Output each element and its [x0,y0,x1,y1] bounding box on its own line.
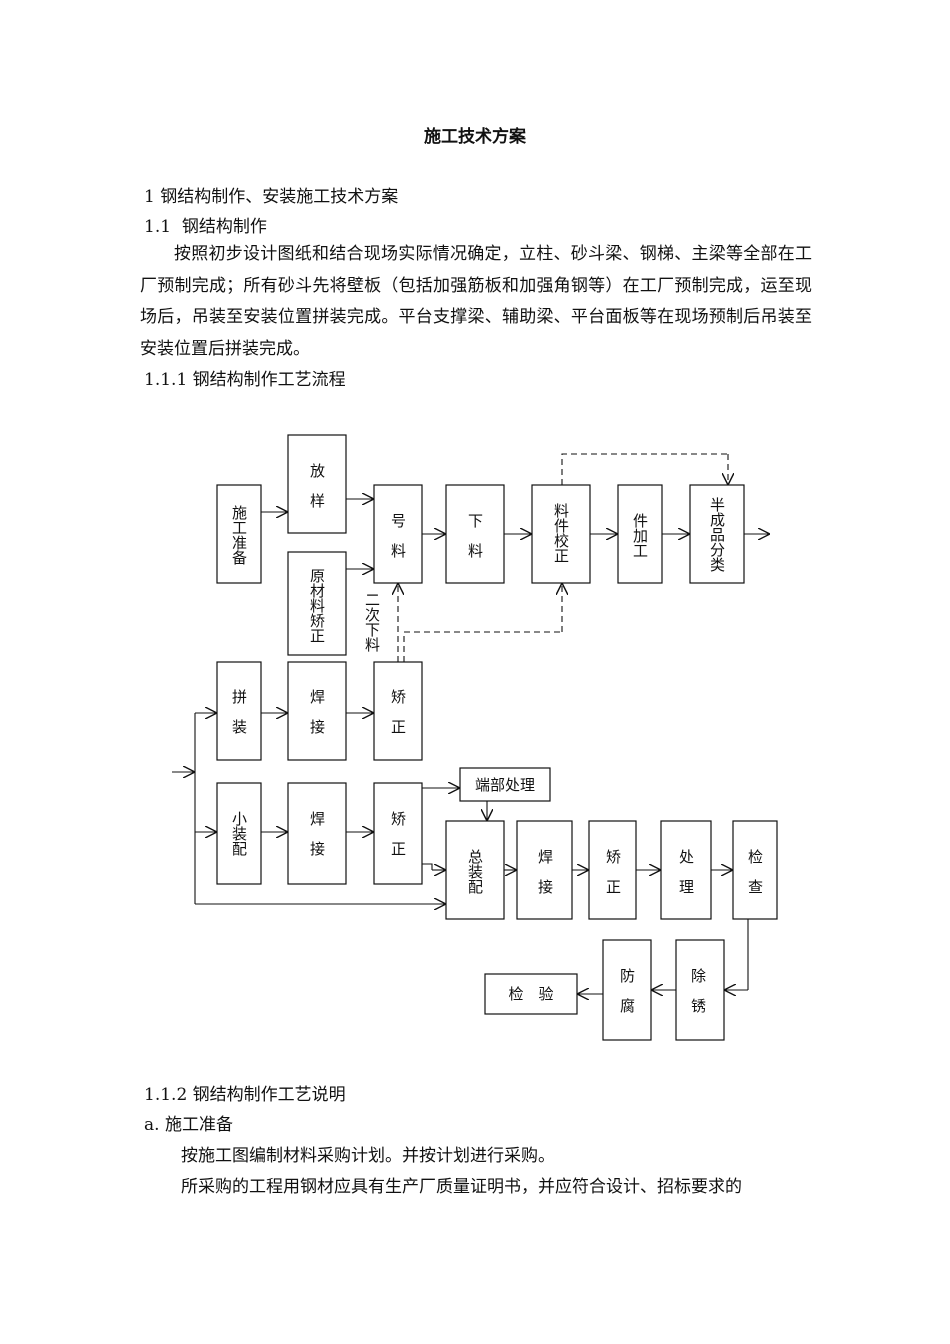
box-rust-removal: 除 锈 [689,967,707,1013]
box-assembly: 拼 装 [230,688,248,734]
section-heading-1-1-2: 1.1.2 钢结构制作工艺说明 [144,1085,346,1105]
box-part-processing: 件加工 [631,512,649,558]
section-heading-1-1: 1.1 钢结构制作 [144,217,267,237]
box-marking: 号 料 [389,512,407,558]
box-semi-finished-sorting: 半成品分类 [708,496,726,572]
box-sub-assembly: 小装配 [230,810,248,856]
section-heading-1: 1 钢结构制作、安装施工技术方案 [144,187,399,207]
box-straightening-2: 矫 正 [389,810,407,856]
box-part-correction: 料件校正 [552,503,570,563]
box-raw-material-straightening: 原材料矫正 [308,567,326,643]
box-treatment: 处 理 [677,848,695,894]
subsection-a-heading: a. 施工准备 [144,1115,233,1135]
box-final-inspection: 检 验 [508,985,554,1003]
paragraph-steel-certificate: 所采购的工程用钢材应具有生产厂质量证明书，并应符合设计、招标要求的 [181,1177,742,1197]
box-straightening-3: 矫 正 [604,848,622,894]
box-straightening-1: 矫 正 [389,688,407,734]
box-anticorrosion: 防 腐 [618,967,636,1013]
box-layout-marking: 放 样 [308,462,326,508]
box-end-treatment: 端部处理 [474,776,535,794]
page-title: 施工技术方案 [424,127,526,147]
box-welding-1: 焊 接 [308,688,326,734]
label-second-cutting: 二次下料 [363,592,381,652]
section-heading-1-1-1: 1.1.1 钢结构制作工艺流程 [144,370,346,390]
intro-paragraph: 按照初步设计图纸和结合现场实际情况确定，立柱、砂斗梁、钢梯、主梁等全部在工厂预制… [140,244,812,359]
paragraph-procurement-plan: 按施工图编制材料采购计划。并按计划进行采购。 [181,1146,555,1166]
box-final-assembly: 总装配 [466,848,484,894]
box-welding-3: 焊 接 [536,848,554,894]
box-construction-prep: 施工准备 [230,505,248,565]
box-inspection-check: 检 查 [746,848,764,894]
box-welding-2: 焊 接 [308,810,326,856]
box-cutting: 下 料 [466,512,484,558]
